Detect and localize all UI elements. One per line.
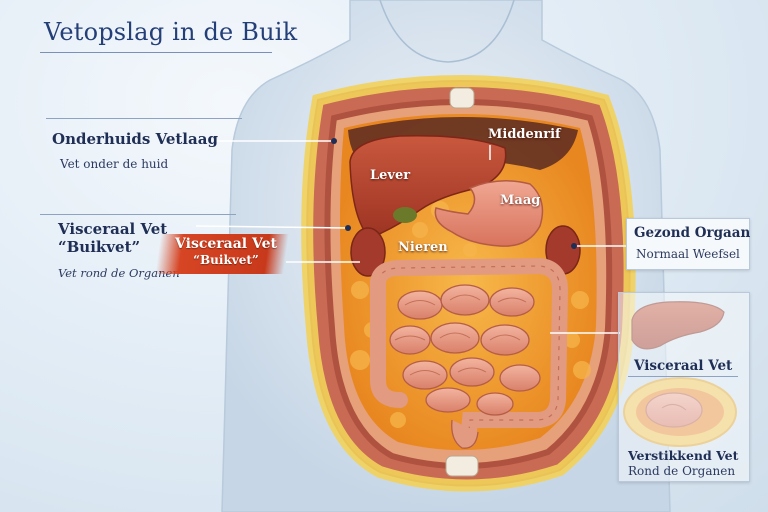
healthy-organ-heading: Gezond Orgaan <box>634 225 751 241</box>
panel-rule <box>628 376 738 377</box>
choking-fat-heading: Verstikkend Vet <box>628 448 739 463</box>
title-underline <box>40 52 272 53</box>
stomach-label: Maag <box>500 193 541 208</box>
page-title: Vetopslag in de Buik <box>44 18 298 46</box>
comparison-panel <box>618 292 750 482</box>
stomach <box>434 180 544 247</box>
subcutaneous-fat-band <box>301 75 636 492</box>
rule-mid <box>40 214 236 215</box>
diaphragm-label: Middenrif <box>488 127 561 142</box>
subcutaneous-fat-heading: Onderhuids Vetlaag <box>52 130 218 148</box>
kidneys-label: Nieren <box>398 240 448 255</box>
visceral-fat-sub: Vet rond de Organen <box>58 266 180 280</box>
healthy-organ-sub: Normaal Weefsel <box>636 247 740 261</box>
healthy-organ-box <box>626 218 750 270</box>
visceral-fat-panel-heading: Visceraal Vet <box>634 358 733 374</box>
rule-top <box>46 118 242 119</box>
rectum <box>451 419 479 449</box>
kidney-left <box>350 227 386 277</box>
small-intestine <box>389 284 541 416</box>
callout-subtitle: “Buikvet” <box>193 253 259 267</box>
choking-fat-sub: Rond de Organen <box>628 464 736 478</box>
subcutaneous-fat-sub: Vet onder de huid <box>60 157 169 171</box>
liver-label: Lever <box>370 168 411 183</box>
large-intestine <box>370 257 569 448</box>
visceral-fat-heading: Visceraal Vet <box>58 220 168 238</box>
callout-title: Visceraal Vet <box>175 236 277 252</box>
visceral-fat-heading-quote: “Buikvet” <box>58 238 141 256</box>
sternum <box>449 87 475 109</box>
